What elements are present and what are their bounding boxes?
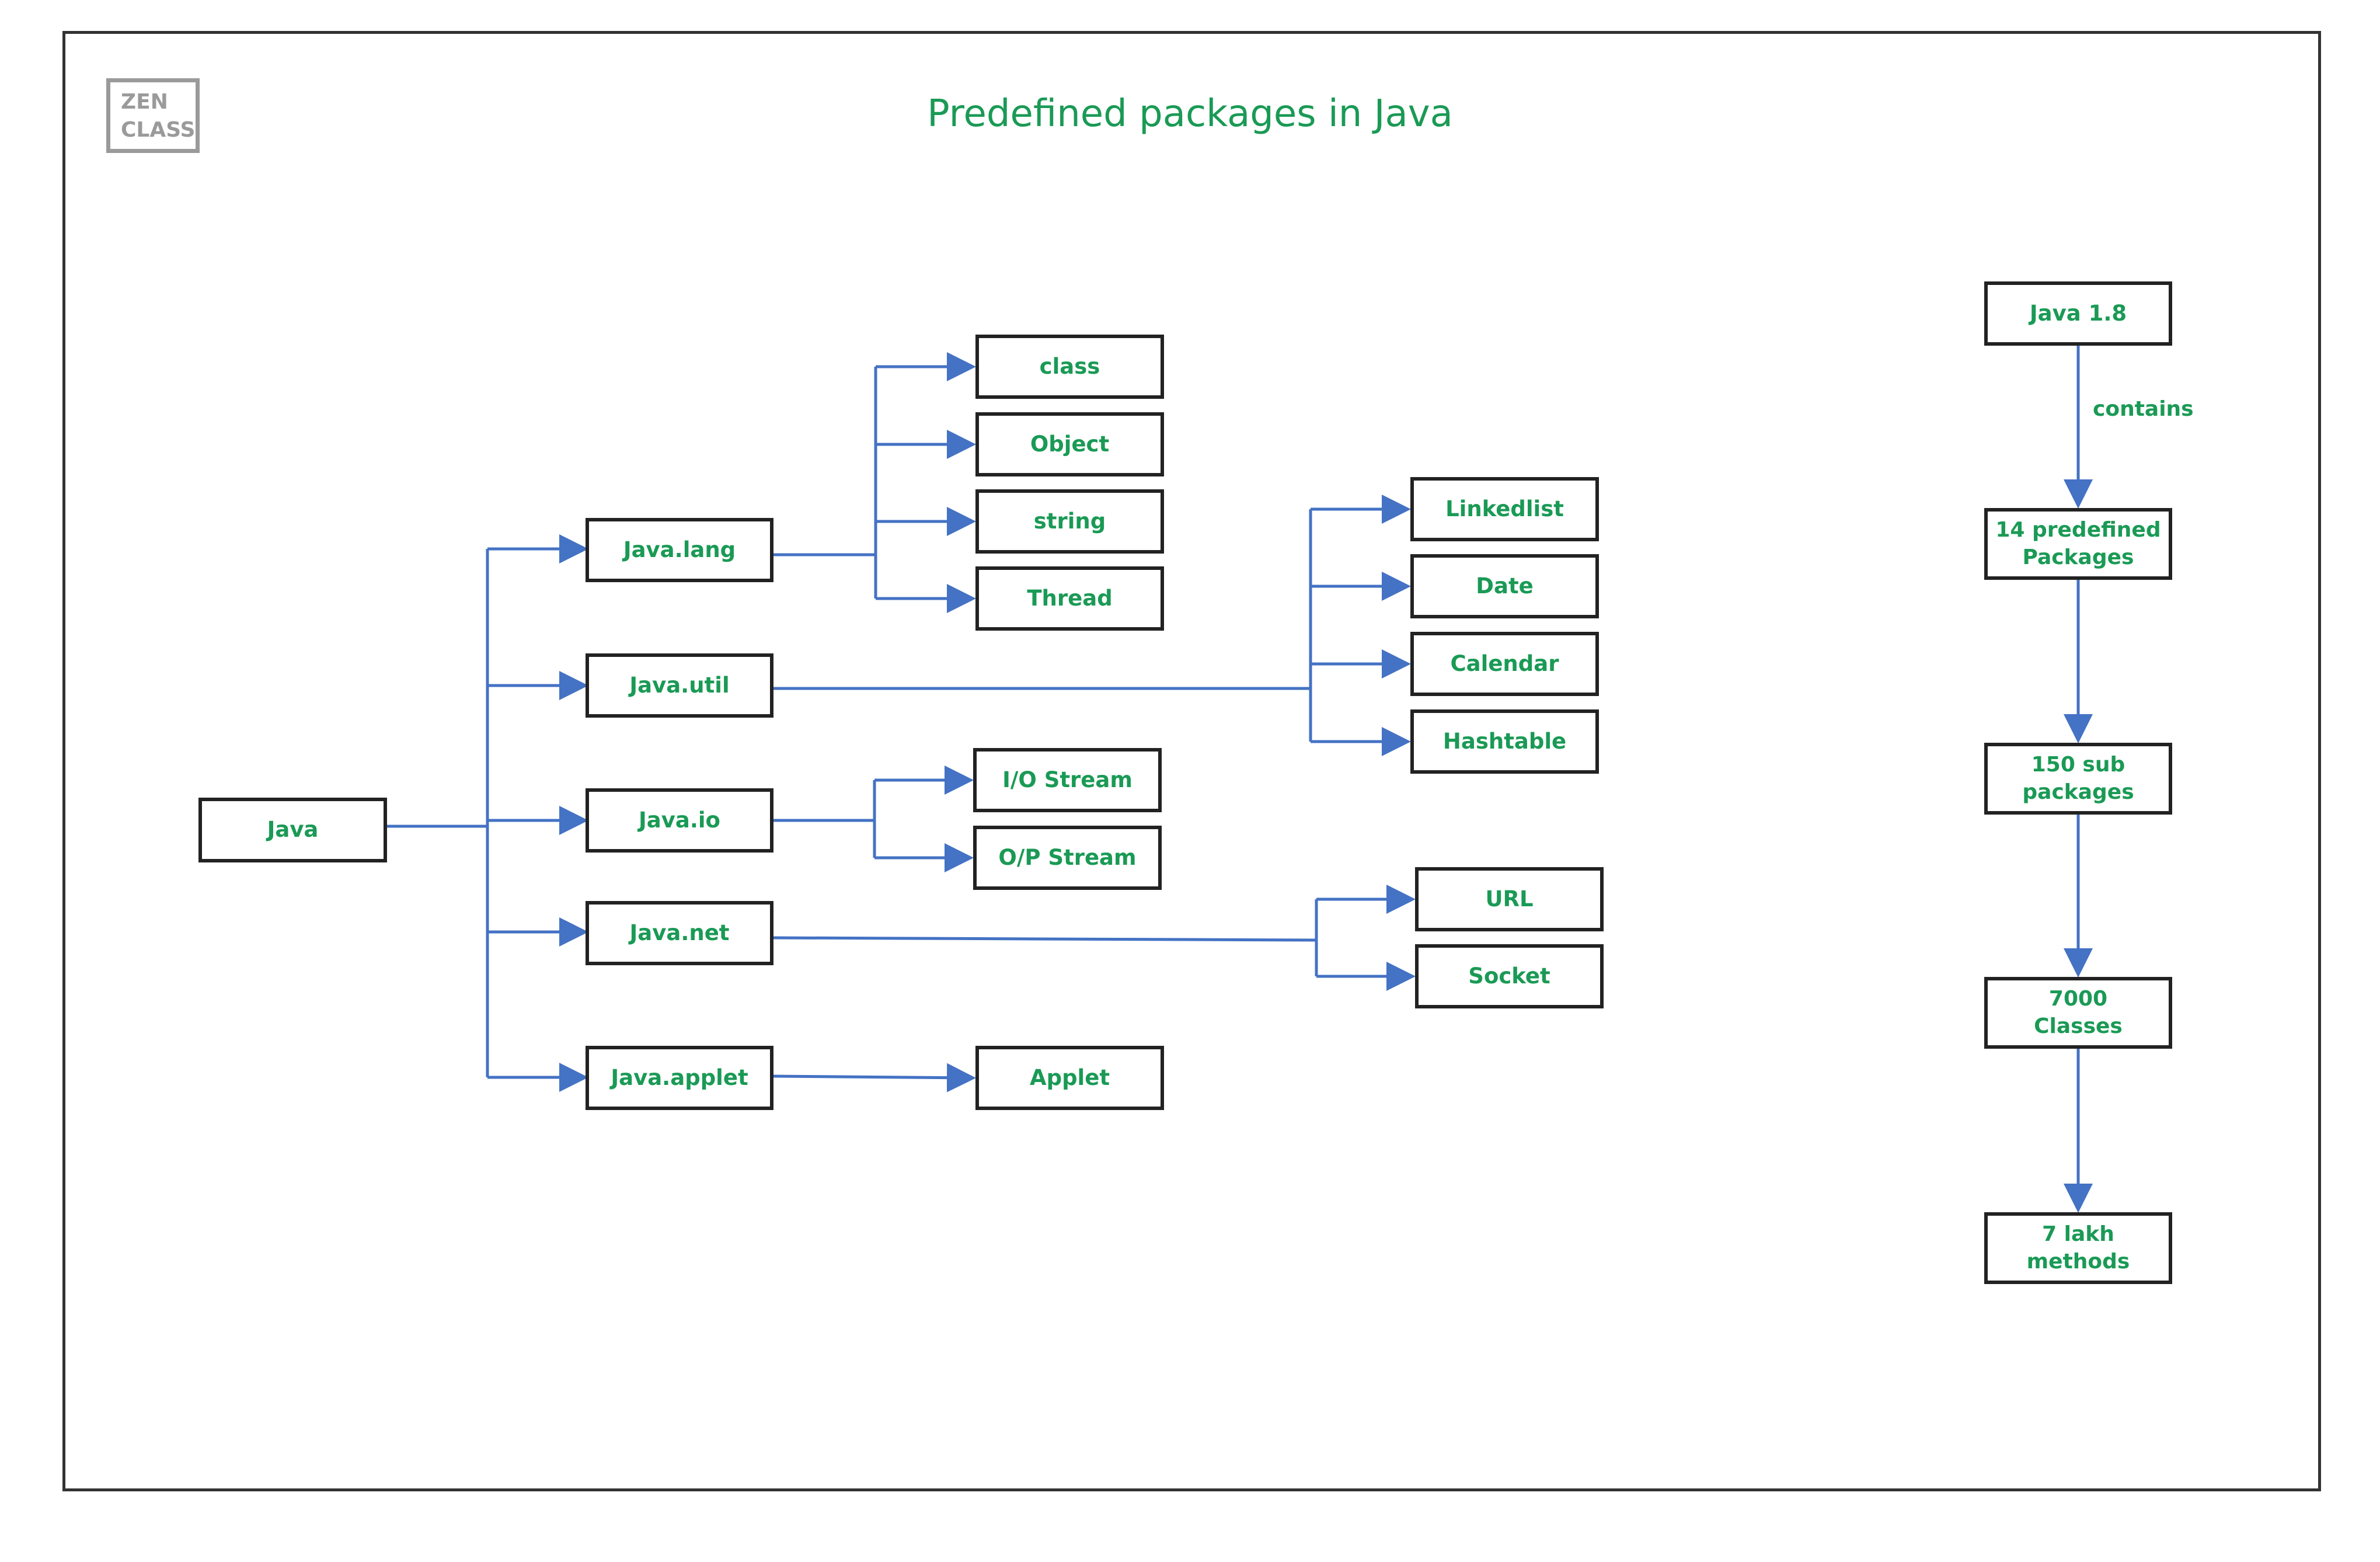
node-calendar: Calendar <box>1410 632 1599 696</box>
node-socket: Socket <box>1415 944 1604 1008</box>
node-object: Object <box>975 412 1164 476</box>
node-string: string <box>975 489 1164 554</box>
node-linkedlist: Linkedlist <box>1410 477 1599 541</box>
arrow-to-applet <box>773 1063 976 1093</box>
node-hashtable: Hashtable <box>1410 709 1599 774</box>
node-applet: Applet <box>975 1046 1164 1110</box>
node-java: Java <box>198 798 387 862</box>
node-java-io: Java.io <box>586 788 773 853</box>
node-java-util: Java.util <box>586 653 773 718</box>
diagram-frame <box>62 31 2321 1491</box>
node-predefined-packages: 14 predefined Packages <box>1984 508 2172 580</box>
node-date: Date <box>1410 554 1599 618</box>
node-java-net: Java.net <box>586 901 773 965</box>
node-classes-count: 7000 Classes <box>1984 977 2172 1049</box>
node-methods-count: 7 lakh methods <box>1984 1212 2172 1284</box>
connector-net-out <box>773 936 1317 942</box>
node-class: class <box>975 335 1164 399</box>
node-url: URL <box>1415 867 1604 931</box>
node-thread: Thread <box>975 566 1164 631</box>
node-java-lang: Java.lang <box>586 518 773 582</box>
node-java-version: Java 1.8 <box>1984 281 2172 346</box>
node-io-stream: I/O Stream <box>973 748 1162 812</box>
node-sub-packages: 150 sub packages <box>1984 743 2172 815</box>
logo-line-2: CLASS <box>121 118 196 142</box>
edge-label-contains: contains <box>2093 397 2194 421</box>
zen-class-logo: ZEN CLASS <box>106 78 200 153</box>
node-op-stream: O/P Stream <box>973 826 1162 890</box>
node-java-applet: Java.applet <box>586 1046 773 1110</box>
page-title: Predefined packages in Java <box>927 92 1453 135</box>
logo-line-1: ZEN <box>121 90 168 114</box>
